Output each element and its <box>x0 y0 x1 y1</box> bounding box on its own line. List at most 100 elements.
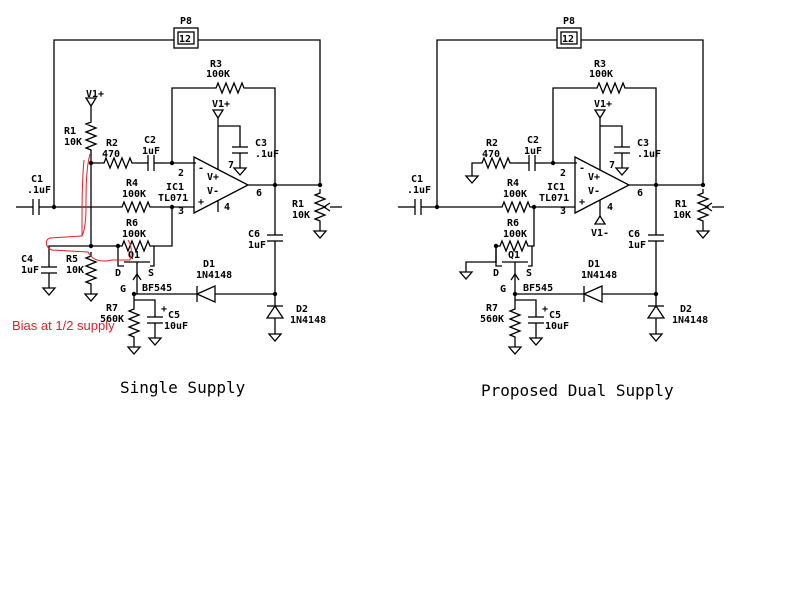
svg-text:-: - <box>579 163 585 174</box>
r3-label: R3 <box>210 59 222 70</box>
d2-value: 1N4148 <box>290 315 326 326</box>
q1-d-right: D <box>493 268 499 279</box>
right-schematic: P8 12 R3 100K R2 470 C2 1uF - + V+ V- IC… <box>398 16 724 400</box>
q1-g: G <box>120 284 126 295</box>
r5-value: 10K <box>66 265 84 276</box>
q1-g-right: G <box>500 284 506 295</box>
pin-7-right: 7 <box>609 160 615 171</box>
q1-d: D <box>115 268 121 279</box>
pin-2-right: 2 <box>560 168 566 179</box>
bf545-label: BF545 <box>142 283 172 294</box>
opamp-vplus-right: V+ <box>588 172 600 183</box>
r6-label: R6 <box>126 218 138 229</box>
c4-value: 1uF <box>21 265 39 276</box>
c1-value: .1uF <box>27 185 51 196</box>
r2-label-right: R2 <box>486 138 498 149</box>
r1-value: 10K <box>64 137 82 148</box>
c3-value: .1uF <box>255 149 279 160</box>
left-schematic: P8 12 R3 100K V1+ R1 10K R2 470 C2 1uF <box>12 16 342 397</box>
vminus-label-right: V1- <box>591 228 609 239</box>
ic-label: IC1 <box>166 182 184 193</box>
connector-pins: 12 <box>179 34 191 45</box>
svg-text:+: + <box>198 197 204 208</box>
c4-label: C4 <box>21 254 33 265</box>
left-caption: Single Supply <box>120 378 246 397</box>
r5-label: R5 <box>66 254 78 265</box>
c5-value-right: 10uF <box>545 321 569 332</box>
c6-value-right: 1uF <box>628 240 646 251</box>
d1-label-right: D1 <box>588 259 600 270</box>
ic-value: TL071 <box>158 193 188 204</box>
pin-3: 3 <box>178 206 184 217</box>
r2-value-right: 470 <box>482 149 500 160</box>
r4-label-right: R4 <box>507 178 519 189</box>
q1-s-right: S <box>526 268 532 279</box>
c5-label: C5 <box>168 310 180 321</box>
c1-label: C1 <box>31 174 43 185</box>
c3-value-right: .1uF <box>637 149 661 160</box>
connector-p8 <box>173 27 199 49</box>
opamp-vminus-right: V- <box>588 186 600 197</box>
d1-value: 1N4148 <box>196 270 232 281</box>
d2-value-right: 1N4148 <box>672 315 708 326</box>
r4-label: R4 <box>126 178 138 189</box>
right-caption: Proposed Dual Supply <box>481 381 674 400</box>
d1-label: D1 <box>203 259 215 270</box>
c2-label: C2 <box>144 135 156 146</box>
pin-6: 6 <box>256 188 262 199</box>
bias-annotation: Bias at 1/2 supply <box>12 318 115 333</box>
r1out-value-right: 10K <box>673 210 691 221</box>
r1out-label-right: R1 <box>675 199 687 210</box>
c2-label-right: C2 <box>527 135 539 146</box>
opamp-vminus: V- <box>207 186 219 197</box>
supply-label: V1+ <box>86 89 104 100</box>
r3-value: 100K <box>206 69 230 80</box>
r6-label-right: R6 <box>507 218 519 229</box>
r3-value-right: 100K <box>589 69 613 80</box>
q1-label-right: Q1 <box>508 250 520 261</box>
r4-value: 100K <box>122 189 146 200</box>
connector-p8-right <box>556 27 582 49</box>
c2-value-right: 1uF <box>524 146 542 157</box>
pin-7: 7 <box>228 160 234 171</box>
r3-label-right: R3 <box>594 59 606 70</box>
d2-label: D2 <box>296 304 308 315</box>
pin-4-right: 4 <box>607 202 613 213</box>
r7-value: 560K <box>100 314 124 325</box>
vplus-label: V1+ <box>212 99 230 110</box>
connector-label: P8 <box>180 16 192 27</box>
r6-value-right: 100K <box>503 229 527 240</box>
pin-3-right: 3 <box>560 206 566 217</box>
c1-value-right: .1uF <box>407 185 431 196</box>
bf545-label-right: BF545 <box>523 283 553 294</box>
r2-label: R2 <box>106 138 118 149</box>
r7-value-right: 560K <box>480 314 504 325</box>
opamp-ic1 <box>193 155 250 215</box>
r2-value: 470 <box>102 149 120 160</box>
c3-label: C3 <box>255 138 267 149</box>
r7-label-right: R7 <box>486 303 498 314</box>
r4-value-right: 100K <box>503 189 527 200</box>
d2-label-right: D2 <box>680 304 692 315</box>
ic-label-right: IC1 <box>547 182 565 193</box>
q1-label: Q1 <box>128 250 140 261</box>
svg-text:+: + <box>161 304 167 315</box>
svg-text:-: - <box>198 163 204 174</box>
ic-value-right: TL071 <box>539 193 569 204</box>
r1out-value: 10K <box>292 210 310 221</box>
pin-4: 4 <box>224 202 230 213</box>
c1-label-right: C1 <box>411 174 423 185</box>
r6-value: 100K <box>122 229 146 240</box>
c6-label: C6 <box>248 229 260 240</box>
c5-value: 10uF <box>164 321 188 332</box>
bias-highlight <box>45 153 132 262</box>
r7-label: R7 <box>106 303 118 314</box>
r1-label: R1 <box>64 126 76 137</box>
c6-value: 1uF <box>248 240 266 251</box>
opamp-ic1-right <box>574 155 631 215</box>
opamp-vplus: V+ <box>207 172 219 183</box>
pin-6-right: 6 <box>637 188 643 199</box>
vplus-label-right: V1+ <box>594 99 612 110</box>
r1out-label: R1 <box>292 199 304 210</box>
